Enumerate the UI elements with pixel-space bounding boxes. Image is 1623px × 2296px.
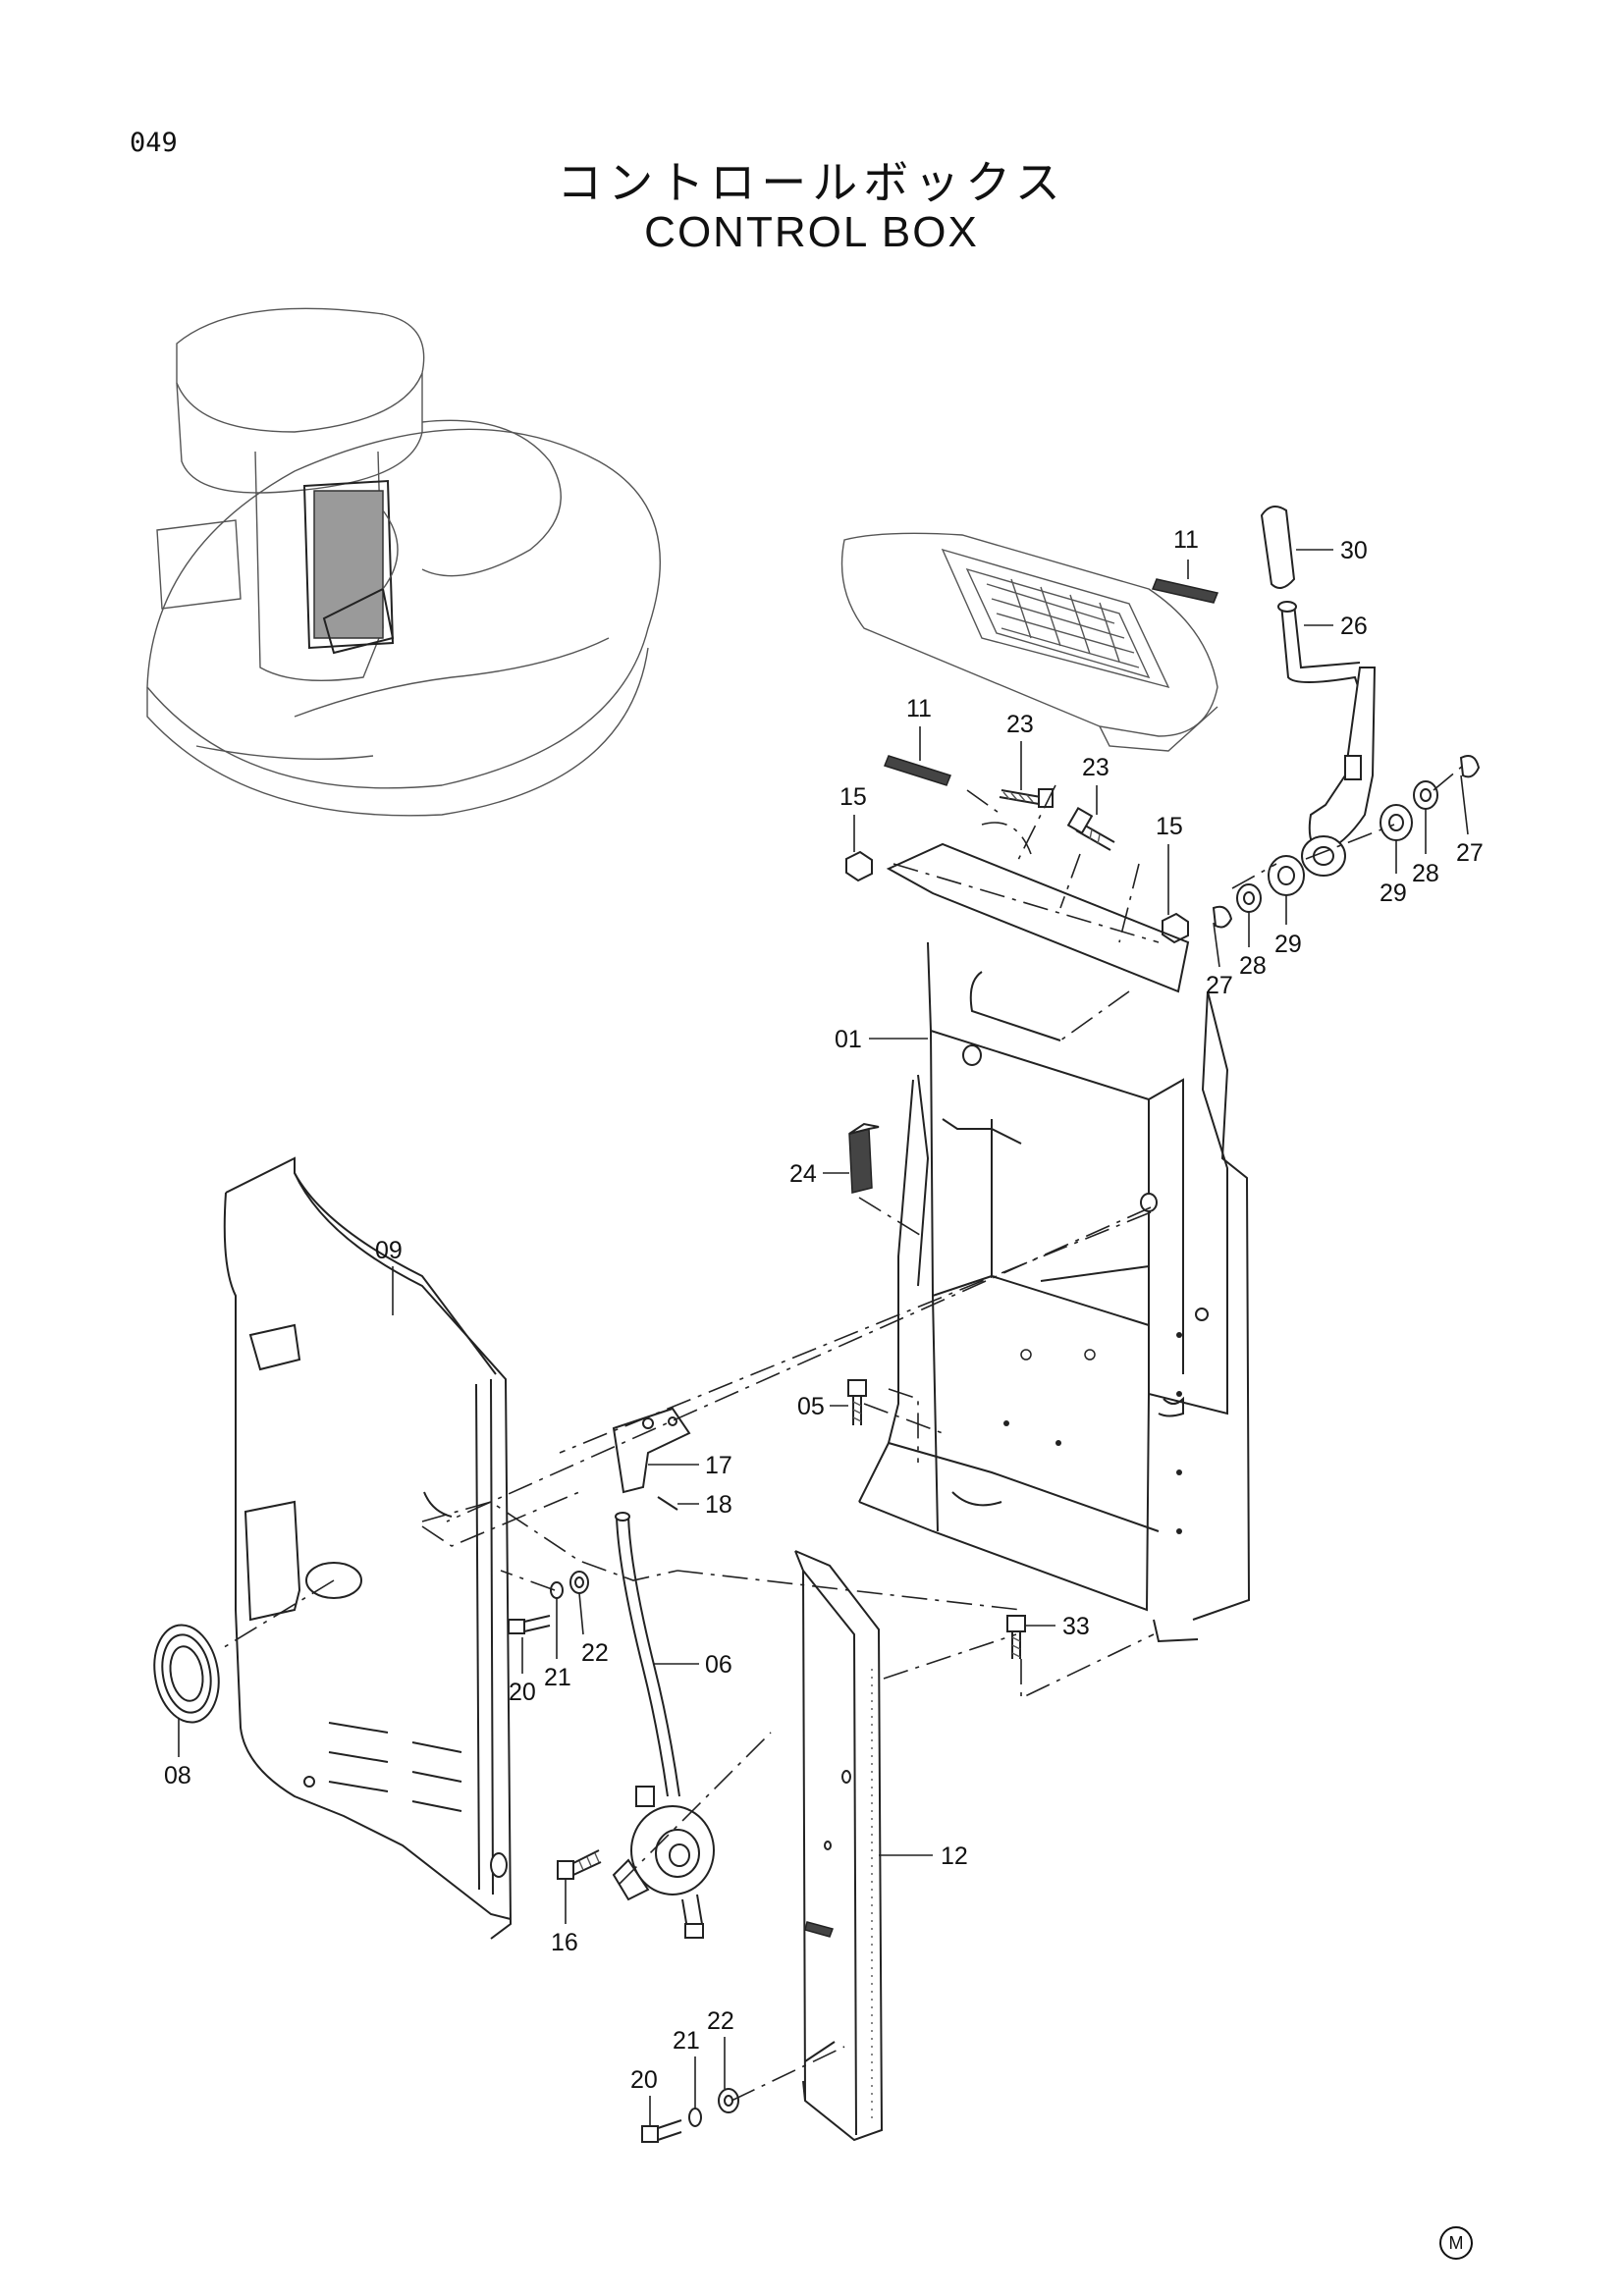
callout-30: 30 (1340, 537, 1368, 564)
washer-stack (1212, 755, 1481, 929)
alignment-lines (220, 765, 1464, 2102)
title-english: CONTROL BOX (644, 208, 979, 256)
callout-18: 18 (705, 1491, 732, 1519)
lever-bracket (612, 1407, 691, 1511)
callout-20-lower: 20 (630, 2066, 658, 2094)
bolt-05 (847, 1379, 867, 1425)
callout-11-top: 11 (1173, 526, 1199, 554)
callout-22-lower: 22 (707, 2007, 734, 2035)
lever-assembly-right (1260, 506, 1377, 877)
callout-28-right: 28 (1412, 860, 1439, 887)
cover-plate-12 (794, 1550, 884, 2142)
callout-05: 05 (797, 1393, 825, 1420)
page-number: 049 (130, 128, 178, 158)
callout-29-left: 29 (1274, 931, 1302, 958)
callout-28-left: 28 (1239, 952, 1267, 980)
lever-06 (612, 1512, 715, 1939)
callout-21-upper: 21 (544, 1664, 571, 1691)
side-cover (223, 1156, 513, 1940)
callout-22-upper: 22 (581, 1639, 609, 1667)
callout-09: 09 (375, 1237, 403, 1264)
callout-27-left: 27 (1206, 972, 1233, 999)
callout-27-right: 27 (1456, 839, 1484, 867)
callout-29-right: 29 (1380, 880, 1407, 907)
console-panel (840, 532, 1218, 752)
callout-20-upper: 20 (509, 1679, 536, 1706)
callout-06: 06 (705, 1651, 732, 1679)
callout-labels: 11 30 26 11 23 23 15 15 27 29 28 27 28 2… (164, 526, 1484, 2094)
footer-mark: M (1439, 2226, 1473, 2260)
grommet (153, 1624, 220, 1724)
small-fasteners-bottom (508, 1571, 1026, 2143)
callout-21-lower: 21 (673, 2027, 700, 2055)
leader-lines (178, 549, 1469, 2126)
callout-01: 01 (835, 1026, 862, 1053)
title-japanese: コントロールボックス (557, 156, 1066, 209)
callout-24: 24 (789, 1160, 817, 1188)
small-fasteners-top (845, 578, 1219, 944)
callout-08: 08 (164, 1762, 191, 1789)
callout-23-right: 23 (1082, 754, 1109, 781)
callout-33: 33 (1062, 1613, 1090, 1640)
callout-15-left: 15 (839, 783, 867, 811)
callout-16: 16 (551, 1929, 578, 1956)
control-box-frame (858, 842, 1251, 1643)
callout-12: 12 (941, 1842, 968, 1870)
cab-overview-inset (146, 307, 661, 817)
callout-26: 26 (1340, 613, 1368, 640)
callout-23-left: 23 (1006, 711, 1034, 738)
callout-11-middle: 11 (906, 695, 932, 722)
spacer-block (848, 1122, 880, 1194)
callout-15-right: 15 (1156, 813, 1183, 840)
callout-17: 17 (705, 1452, 732, 1479)
